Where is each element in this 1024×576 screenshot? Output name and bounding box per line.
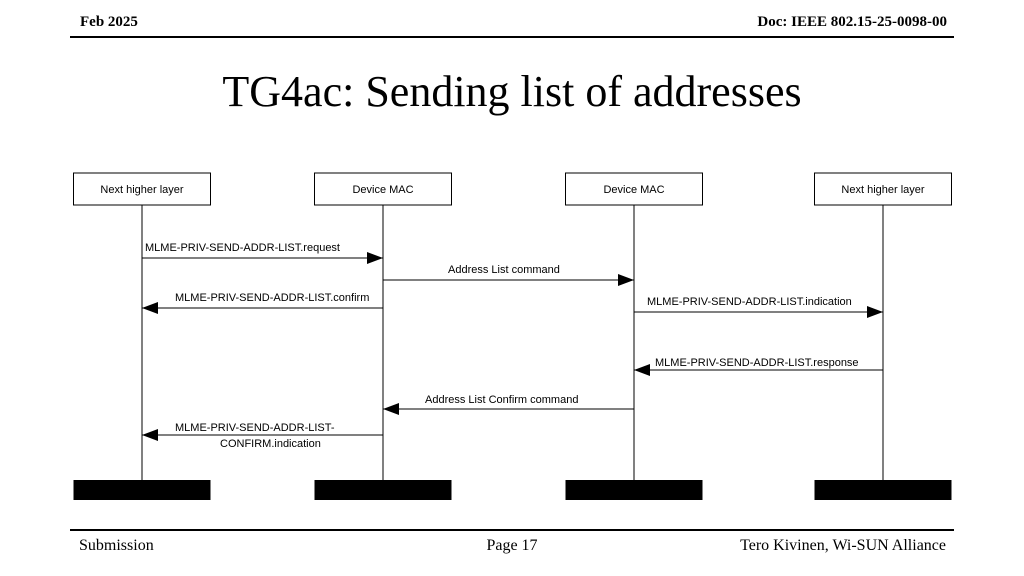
lifeline-end-bar bbox=[73, 480, 211, 500]
slide-title: TG4ac: Sending list of addresses bbox=[222, 67, 802, 116]
header-date: Feb 2025 bbox=[80, 14, 138, 30]
message-label: MLME-PRIV-SEND-ADDR-LIST-CONFIRM.indicat… bbox=[175, 422, 335, 450]
header-rule bbox=[70, 36, 954, 38]
message-label: Address List Confirm command bbox=[425, 394, 578, 406]
footer-page-number: Page 17 bbox=[486, 537, 538, 554]
message-label: Address List command bbox=[448, 264, 560, 276]
lifeline-box bbox=[73, 172, 211, 206]
lifeline-end-bar bbox=[314, 480, 452, 500]
lifeline-label: Next higher layer bbox=[841, 184, 924, 196]
message-label: MLME-PRIV-SEND-ADDR-LIST.indication bbox=[647, 296, 852, 308]
lifeline-label: Device MAC bbox=[603, 184, 664, 196]
lifeline-label: Next higher layer bbox=[100, 184, 183, 196]
lifeline-end-bar bbox=[814, 480, 952, 500]
lifeline-box bbox=[314, 172, 452, 206]
header-doc-id: Doc: IEEE 802.15-25-0098-00 bbox=[757, 14, 947, 30]
footer-submission: Submission bbox=[79, 537, 154, 554]
lifeline-label: Device MAC bbox=[352, 184, 413, 196]
message-label: MLME-PRIV-SEND-ADDR-LIST.confirm bbox=[175, 292, 369, 304]
message-label: MLME-PRIV-SEND-ADDR-LIST.request bbox=[145, 242, 340, 254]
lifeline-end-bar bbox=[565, 480, 703, 500]
footer-rule bbox=[70, 529, 954, 531]
footer-author: Tero Kivinen, Wi-SUN Alliance bbox=[740, 537, 946, 554]
lifeline-box bbox=[814, 172, 952, 206]
message-label: MLME-PRIV-SEND-ADDR-LIST.response bbox=[655, 357, 859, 369]
